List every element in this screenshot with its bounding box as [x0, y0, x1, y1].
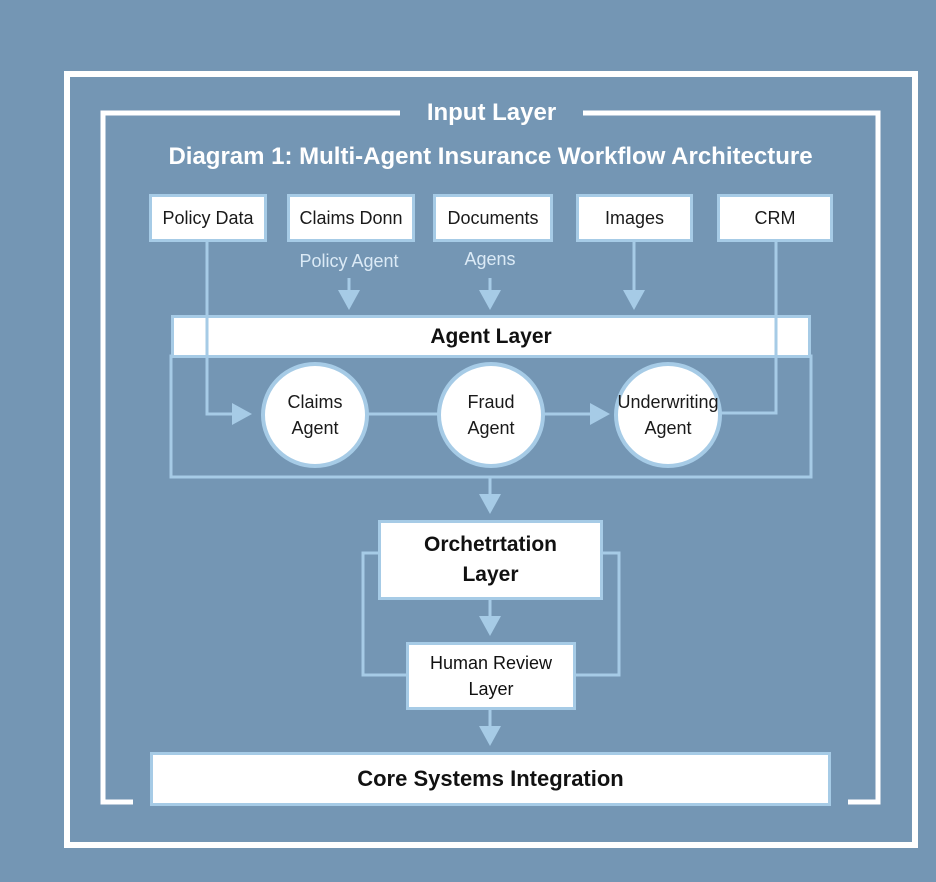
core-systems-integration: Core Systems Integration — [150, 752, 831, 806]
sublabel-policy-agent: Policy Agent — [299, 251, 399, 271]
connector-crm-to-underwriting — [720, 241, 778, 415]
input-documents: Documents — [433, 194, 553, 242]
agent-claims-line2: Agent — [291, 418, 339, 438]
agent-layer-bar: Agent Layer — [171, 315, 811, 358]
agent-underwriting-line2: Agent — [644, 418, 692, 438]
agent-fraud: Fraud Agent — [437, 362, 545, 468]
loop-right — [575, 551, 621, 677]
agent-fraud-line1: Fraud — [467, 392, 515, 412]
inner-frame-top-left — [100, 110, 400, 805]
agent-layer-label: Agent Layer — [430, 324, 552, 348]
human-review-layer: Human Review Layer — [406, 642, 576, 710]
loop-left — [361, 551, 407, 677]
agent-claims-line1: Claims — [287, 392, 343, 412]
agent-underwriting: Underwriting Agent — [614, 362, 722, 468]
sublabel-agens: Agens — [464, 249, 516, 269]
connector-policy-to-claims — [205, 241, 252, 425]
input-images: Images — [576, 194, 693, 242]
input-policy-data: Policy Data — [149, 194, 267, 242]
agent-underwriting-line1: Underwriting — [617, 392, 719, 412]
outer-frame — [64, 71, 918, 848]
agent-claims: Claims Agent — [261, 362, 369, 468]
human-review-line1: Human Review — [429, 653, 553, 673]
core-systems-label: Core Systems Integration — [357, 766, 624, 791]
frame-label: Input Layer — [426, 99, 557, 126]
inner-frame-top-right — [583, 110, 881, 805]
input-crm: CRM — [717, 194, 833, 242]
diagram-title: Diagram 1: Multi-Agent Insurance Workflo… — [168, 143, 813, 170]
orchestration-layer: Orchetrtation Layer — [378, 520, 603, 600]
agent-fraud-line2: Agent — [467, 418, 515, 438]
input-claims-donn: Claims Donn — [287, 194, 415, 242]
orchestration-line1: Orchetrtation — [423, 533, 557, 556]
human-review-line2: Layer — [468, 679, 514, 699]
orchestration-line2: Layer — [462, 563, 519, 586]
